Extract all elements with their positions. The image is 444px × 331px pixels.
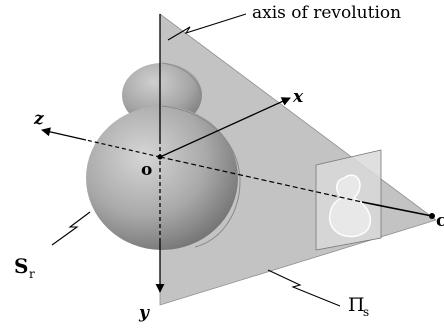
z-axis-dashed (85, 139, 161, 158)
point-c-label: c (436, 211, 444, 231)
surface-label: S (14, 254, 28, 278)
origin-label: o (141, 160, 152, 180)
ray-o-to-c-dashed (159, 156, 363, 203)
axis-label-leader (167, 13, 247, 41)
surface-label-leader (51, 211, 91, 246)
silhouette-outline (328, 174, 372, 238)
surface-section-edge (161, 105, 241, 248)
plane-label-leader (267, 269, 341, 307)
surface-head-section-edge (161, 62, 202, 97)
plane-label-subscript: s (363, 305, 369, 319)
z-axis-line (41, 127, 87, 141)
x-axis-line (159, 97, 291, 158)
surface-label-subscript: r (29, 267, 35, 281)
surface-body (86, 106, 238, 250)
y-axis-label: y (138, 303, 150, 323)
axis-of-revolution-label: axis of revolution (252, 3, 401, 23)
ray-o-to-c-solid (361, 201, 433, 217)
point-c-marker (429, 213, 435, 219)
z-axis-label: z (33, 109, 44, 129)
plane-label: Π (348, 294, 365, 316)
origin-point (157, 154, 163, 160)
x-axis-label: x (292, 87, 304, 107)
